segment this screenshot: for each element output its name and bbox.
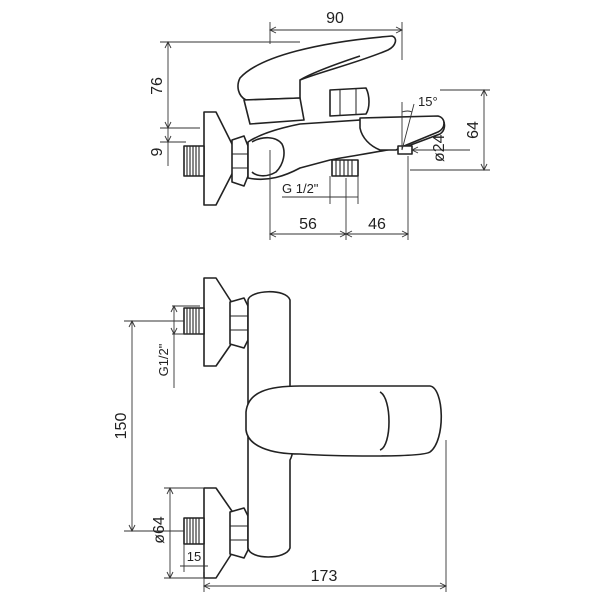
dimension-diameter-24: ø24 (410, 134, 470, 162)
dimension-150: 150 (113, 319, 184, 533)
dimension-g-half-plan: G1/2" (156, 304, 200, 388)
dimension-64: 64 (410, 88, 490, 172)
hex-nut-top (231, 135, 249, 187)
wall-flange-top (203, 111, 235, 206)
dimension-diameter-64: ø64 (151, 486, 204, 580)
dimension-90: 90 (268, 10, 404, 60)
dimension-g-half-top: G 1/2" (282, 176, 359, 204)
cartridge-cap (243, 97, 305, 125)
thread-pipe-upper (183, 307, 205, 335)
dim-64-label: 64 (465, 121, 482, 139)
dim-150-label: 150 (113, 413, 130, 440)
dim-46-label: 46 (368, 216, 386, 233)
dim-9-label: 9 (149, 147, 166, 156)
diverter-knob (329, 87, 370, 117)
dim-56-label: 56 (299, 216, 317, 233)
dim-15-label: 15 (187, 549, 201, 564)
dimension-angle-15: 15° (401, 94, 438, 151)
dim-76-label: 76 (149, 77, 166, 95)
eccentric-connector (251, 136, 285, 177)
dim-173-label: 173 (311, 568, 338, 585)
dim-outlet-diameter-label: ø24 (431, 134, 448, 162)
dim-90-label: 90 (326, 10, 344, 27)
shower-outlet-thread (331, 159, 359, 177)
lever-spout-plan (245, 385, 443, 457)
thread-pipe-lower (183, 517, 205, 545)
dimension-173: 173 (202, 440, 448, 592)
dim-thread-plan-label: G1/2" (156, 343, 171, 376)
dimension-9: 9 (149, 128, 186, 166)
thread-pipe-top (183, 145, 205, 177)
dim-flange-diameter-label: ø64 (151, 516, 168, 544)
dim-angle-label: 15° (418, 94, 438, 109)
lever-handle-side (237, 35, 397, 101)
aerator (397, 145, 413, 155)
hex-nut-lower (229, 507, 249, 559)
lever-inner-contour (379, 391, 390, 451)
dimension-56-46: 56 46 (268, 150, 410, 240)
dim-thread-top-label: G 1/2" (282, 181, 319, 196)
plan-view: G1/2" 150 ø64 15 (113, 277, 448, 592)
dimension-15: 15 (180, 544, 208, 572)
hex-nut-upper (229, 297, 249, 349)
side-elevation-view: 90 76 9 (149, 10, 490, 240)
